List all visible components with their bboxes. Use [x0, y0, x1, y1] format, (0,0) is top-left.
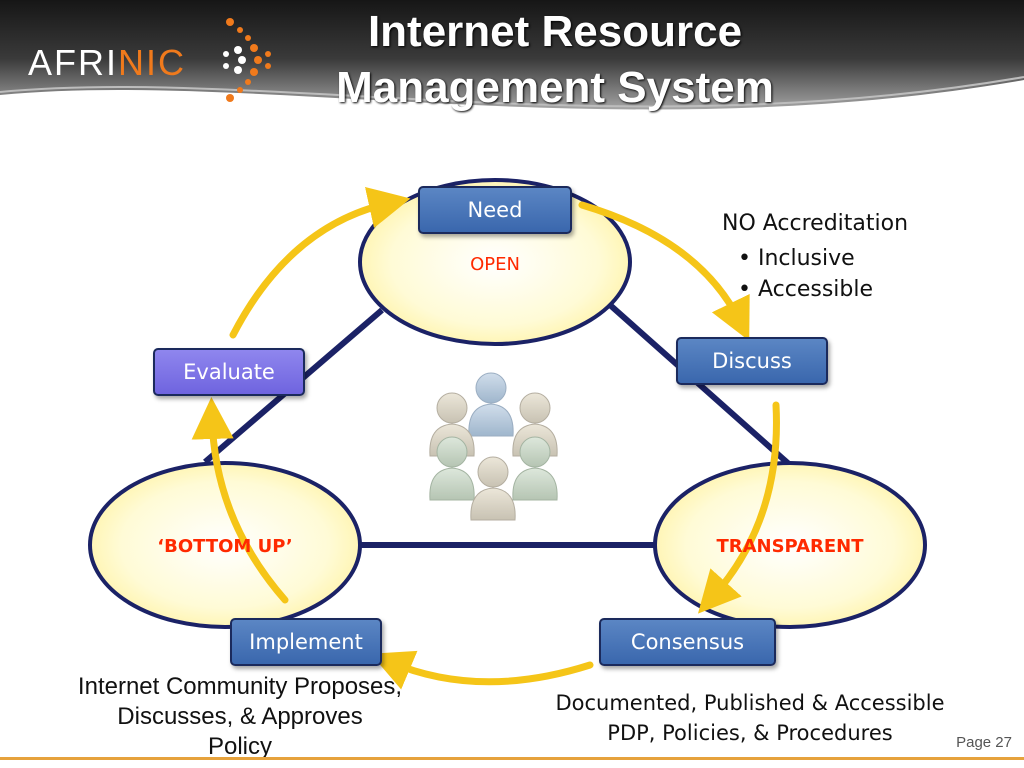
note-accessible: • Accessible	[738, 277, 874, 302]
label-bottom-up: ‘BOTTOM UP’	[157, 536, 293, 557]
note-no-accreditation: NO Accreditation	[722, 211, 909, 236]
footer-divider	[0, 757, 1024, 760]
arrow-consensus-to-implement	[370, 650, 594, 690]
header-wave-decoration	[0, 76, 1024, 130]
page-number: Page 27	[956, 734, 1012, 751]
arrow-implement-to-evaluate	[191, 397, 289, 604]
step-discuss: Discuss	[676, 337, 828, 385]
caption-bottom-up-line-2: Discusses, & Approves	[117, 703, 363, 730]
label-open: OPEN	[470, 254, 520, 275]
caption-bottom-up: Internet Community Proposes, Discusses, …	[40, 672, 440, 762]
arrow-need-to-discuss	[578, 201, 750, 341]
logo-part-afri: AFRI	[28, 42, 119, 83]
caption-transparent: Documented, Published & Accessible PDP, …	[520, 688, 980, 748]
caption-bottom-up-line-3: Policy	[207, 733, 273, 760]
caption-transparent-line-2: PDP, Policies, & Procedures	[607, 721, 893, 745]
note-inclusive: • Inclusive	[738, 246, 855, 271]
logo-part-nic: NIC	[118, 42, 187, 83]
ellipse-bottom-up	[88, 461, 362, 629]
step-implement: Implement	[230, 618, 382, 666]
caption-bottom-up-line-1: Internet Community Proposes,	[77, 673, 403, 700]
header-banner: AFRINIC Internet Resource Management Sys…	[0, 0, 1024, 130]
title-line-2: Management System	[336, 63, 774, 112]
arrow-discuss-to-consensus	[697, 401, 780, 614]
caption-transparent-line-1: Documented, Published & Accessible	[555, 691, 945, 715]
page-title: Internet Resource Management System	[255, 4, 855, 116]
arrow-cycle-icon	[191, 187, 780, 690]
step-consensus: Consensus	[599, 618, 776, 666]
label-transparent: TRANSPARENT	[716, 536, 864, 557]
arrow-evaluate-to-need	[229, 187, 411, 339]
afrinic-logo-dots-icon	[223, 18, 271, 102]
triangle-edge-top-right	[608, 302, 792, 468]
people-group-icon	[429, 372, 558, 521]
afrinic-logo-text: AFRINIC	[28, 42, 186, 84]
step-need: Need	[418, 186, 572, 234]
step-evaluate: Evaluate	[153, 348, 305, 396]
title-line-1: Internet Resource	[367, 7, 743, 56]
